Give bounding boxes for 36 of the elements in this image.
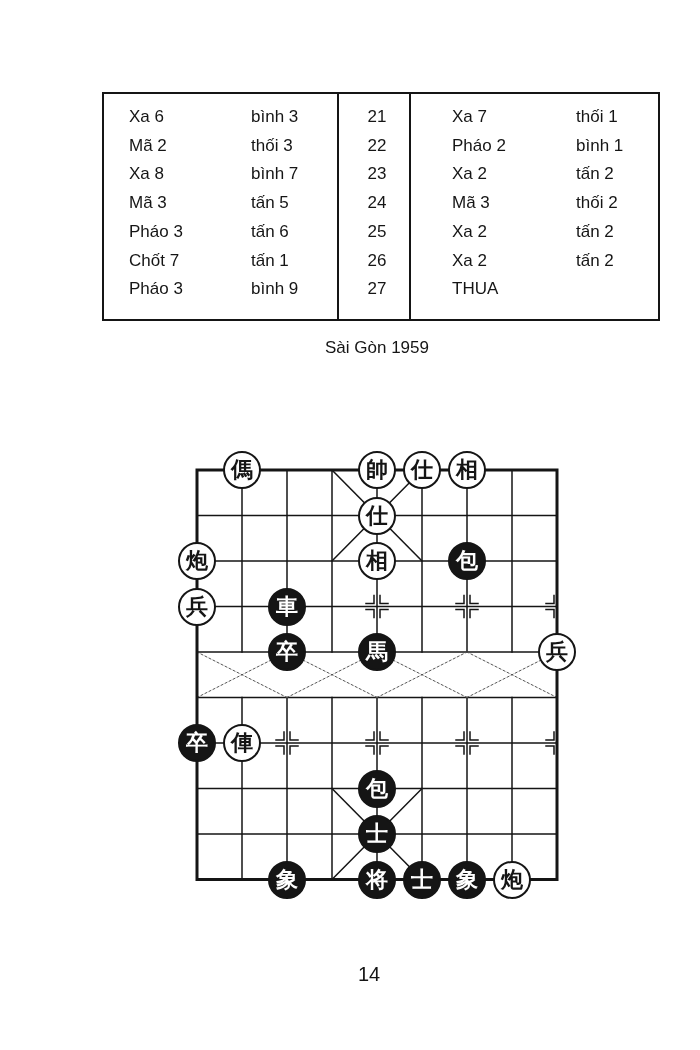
move-text: Mã 3	[452, 193, 490, 214]
page-number: 14	[357, 962, 381, 986]
move-text: Mã 2	[129, 135, 167, 156]
move-text: tấn 2	[576, 221, 614, 242]
move-text: bình 7	[251, 164, 299, 185]
move-text: Mã 3	[129, 193, 167, 214]
caption: Sài Gòn 1959	[325, 338, 429, 358]
move-text: tấn 5	[251, 193, 289, 214]
move-text: thối 3	[251, 135, 293, 156]
move-text: bình 1	[576, 135, 624, 156]
move-text: Pháo 3	[129, 221, 183, 242]
move-number: 22	[367, 135, 387, 156]
move-number: 27	[367, 279, 387, 300]
move-text: Xa 2	[452, 164, 487, 185]
move-text: thối 2	[576, 193, 618, 214]
move-text: Xa 7	[452, 107, 487, 127]
move-text: Pháo 3	[129, 279, 183, 300]
move-number: 21	[367, 107, 387, 127]
move-text: bình 3	[251, 107, 299, 127]
move-number: 26	[367, 250, 387, 271]
move-number: 24	[367, 193, 387, 214]
move-number: 23	[367, 164, 387, 185]
move-text: THUA	[452, 279, 499, 300]
move-text: Chốt 7	[129, 250, 180, 271]
move-text: tấn 2	[576, 164, 614, 185]
move-number: 25	[367, 221, 387, 242]
move-text: tấn 2	[576, 250, 614, 271]
move-text: thối 1	[576, 107, 618, 127]
move-text: tấn 1	[251, 250, 289, 271]
move-text: Xa 6	[129, 107, 164, 127]
move-text: Xa 8	[129, 164, 164, 185]
move-text: Xa 2	[452, 221, 487, 242]
move-text: bình 9	[251, 279, 299, 300]
move-text: tấn 6	[251, 221, 289, 242]
move-text: Pháo 2	[452, 135, 506, 156]
move-text: Xa 2	[452, 250, 487, 271]
